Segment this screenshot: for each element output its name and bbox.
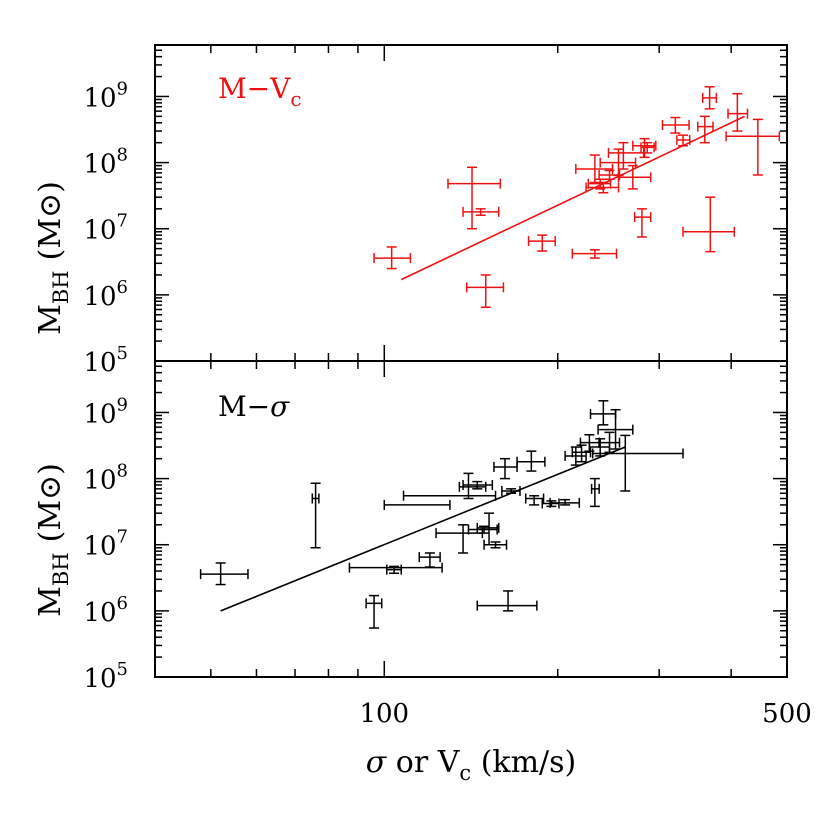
data-point: [597, 408, 634, 450]
bottom-data-points: [199, 400, 684, 629]
bottom-panel-label: M−σ: [218, 390, 290, 423]
data-point: [725, 118, 781, 176]
data-point: [493, 457, 518, 480]
data-point: [571, 444, 592, 463]
data-point: [476, 590, 538, 612]
y-tick-label: 109: [83, 78, 128, 113]
data-point: [682, 196, 736, 253]
top-data-points: [373, 86, 781, 308]
data-point: [607, 141, 645, 170]
data-point: [549, 497, 581, 508]
bottom-plot-frame: [154, 360, 788, 678]
data-point: [676, 134, 691, 147]
top-panel: 109 108 107 106 105 M−Vc MBH(M⊙): [33, 44, 788, 378]
data-point: [462, 206, 500, 217]
data-point: [516, 450, 546, 472]
data-point: [365, 594, 383, 629]
y-tick-label: 108: [83, 145, 128, 180]
top-y-axis-label: MBH(M⊙): [33, 181, 73, 335]
y-tick-label: 107: [83, 527, 128, 562]
data-point: [524, 493, 545, 506]
data-point: [467, 524, 498, 535]
data-point: [527, 234, 556, 252]
y-tick-label: 108: [83, 461, 128, 496]
y-tick-label: 106: [83, 277, 128, 312]
data-point: [571, 248, 618, 259]
top-fit-line: [400, 115, 745, 281]
data-point: [199, 562, 249, 586]
top-y-tick-labels: 109 108 107 106 105: [83, 78, 128, 378]
data-point: [458, 472, 487, 500]
data-point: [462, 480, 494, 491]
x-tick-label: 100: [359, 699, 409, 729]
bottom-y-tick-labels: 109 108 107 106 105: [83, 394, 128, 694]
data-point: [575, 154, 614, 184]
x-tick-label: 500: [762, 699, 812, 729]
data-point: [465, 274, 505, 308]
bottom-x-tick-labels: 100 500: [359, 699, 811, 729]
y-tick-label: 107: [83, 211, 128, 246]
data-point: [447, 166, 502, 230]
y-tick-label: 106: [83, 593, 128, 628]
data-point: [632, 137, 657, 159]
data-point: [402, 490, 497, 501]
data-point: [633, 208, 652, 238]
top-panel-label: M−Vc: [218, 72, 302, 111]
y-tick-label: 105: [83, 659, 128, 694]
data-point: [640, 141, 655, 154]
bottom-fit-line: [220, 446, 626, 612]
data-point: [483, 539, 508, 550]
y-tick-label: 105: [83, 343, 128, 378]
data-point: [310, 482, 321, 549]
data-point: [386, 564, 402, 575]
data-point: [589, 400, 617, 426]
data-point: [661, 116, 690, 134]
data-point: [701, 86, 718, 110]
data-point: [383, 499, 451, 510]
data-point: [373, 246, 412, 270]
data-point: [697, 115, 714, 144]
data-point: [589, 477, 600, 508]
x-axis-label: σ or Vc (km/s): [366, 745, 576, 785]
bottom-y-axis-label: MBH(M⊙): [33, 463, 73, 617]
y-tick-label: 109: [83, 394, 128, 429]
data-point: [418, 552, 441, 568]
data-point: [591, 434, 684, 492]
bottom-panel: 109 108 107 106 105 100 500 M−σ MBH(M⊙) σ or …: [33, 360, 812, 785]
data-point: [727, 92, 749, 132]
